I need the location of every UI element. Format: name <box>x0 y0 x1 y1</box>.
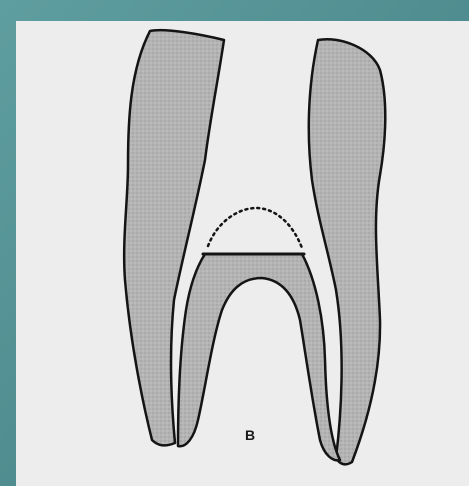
left-tooth-wall <box>124 30 224 445</box>
dotted-chamber-outline <box>208 208 302 248</box>
panel-label: B <box>245 428 255 442</box>
pulp-floor-dentin <box>178 254 340 460</box>
